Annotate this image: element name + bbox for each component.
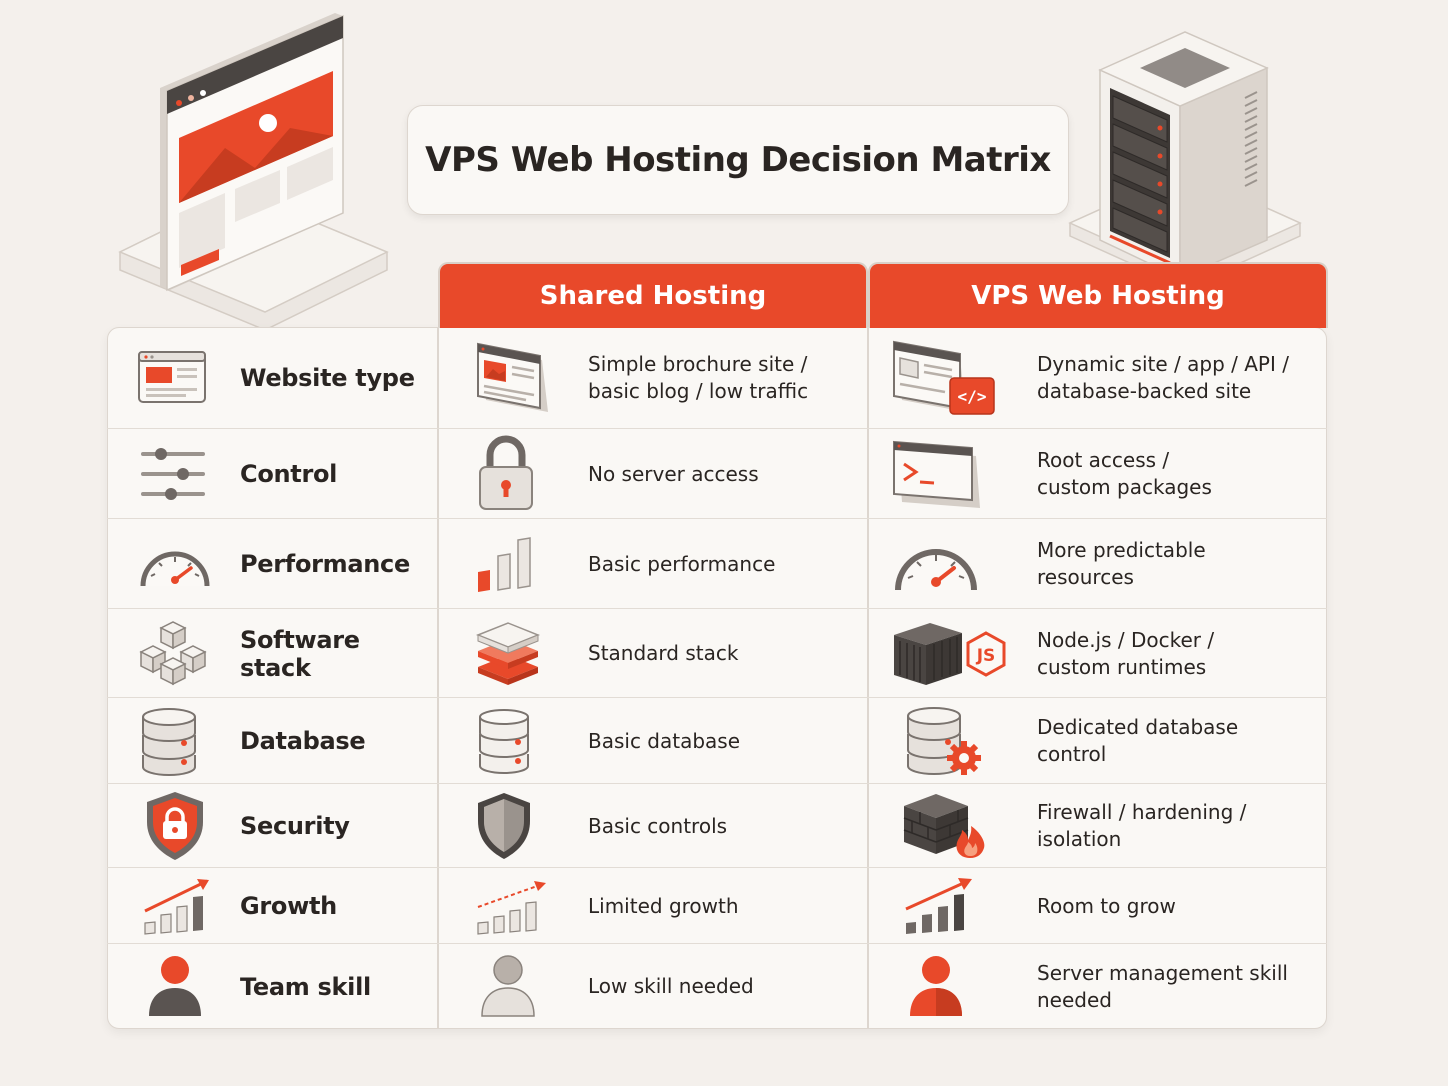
shared-description: No server access [588, 461, 759, 486]
terminal-icon [893, 440, 980, 508]
row-label: Database [240, 727, 366, 755]
row-label-cell: Database [107, 698, 438, 784]
shared-description: Basic database [588, 728, 741, 753]
vps-cell: JS Node.js / Docker / custom runtimes [868, 609, 1327, 698]
bar-chart-icon [478, 537, 531, 592]
firewall-icon [903, 794, 985, 858]
shared-description: Low skill needed [588, 974, 754, 998]
column-divider [437, 327, 439, 1029]
database-icon [479, 709, 529, 774]
sliders-icon [141, 448, 205, 500]
padlock-icon [479, 435, 533, 510]
row-divider [107, 782, 1327, 784]
database-icon [142, 708, 196, 776]
vps-cell: Room to grow [868, 868, 1327, 944]
growth-chart-icon [905, 878, 972, 934]
row-divider [107, 866, 1327, 868]
page-title: VPS Web Hosting Decision Matrix [425, 140, 1051, 180]
browser-icon [138, 351, 206, 403]
row-label: Software stack [240, 625, 360, 682]
shared-cell: Limited growth [438, 868, 868, 944]
vps-cell: Root access / custom packages [868, 429, 1327, 519]
shared-description: Standard stack [588, 641, 739, 665]
shared-description: Basic controls [588, 813, 728, 838]
row-label: Control [240, 460, 338, 488]
user-gray-icon [481, 954, 535, 1017]
browser-image-icon [477, 342, 548, 412]
vps-description: Room to grow [1037, 893, 1176, 918]
vps-description: Firewall / hardening / isolation [1037, 800, 1247, 851]
column-header-vps: VPS Web Hosting [868, 262, 1328, 328]
cubes-icon [139, 620, 207, 685]
row-divider [107, 427, 1327, 429]
vps-cell: </> Dynamic site / app / API / database-… [868, 327, 1327, 429]
row-divider [107, 517, 1327, 519]
growth-chart-icon [144, 879, 209, 935]
row-label-cell: Growth [107, 868, 438, 944]
vps-cell: Firewall / hardening / isolation [868, 784, 1327, 868]
title-card: VPS Web Hosting Decision Matrix [407, 105, 1069, 215]
row-label: Website type [240, 364, 415, 392]
website-illustration-icon [118, 13, 389, 331]
matrix-row-software-stack: Software stack Standard stack JS [107, 609, 1327, 698]
vps-description: More predictable resources [1037, 538, 1206, 589]
row-label-cell: Software stack [107, 609, 438, 698]
vps-description: Server management skill needed [1037, 960, 1288, 1012]
column-header-shared: Shared Hosting [438, 262, 868, 328]
matrix-row-security: Security Basic controls Firewall / harde… [107, 784, 1327, 868]
row-label-cell: Control [107, 429, 438, 519]
matrix-row-growth: Growth Limited growth Room to gr [107, 868, 1327, 944]
user-orange-icon [910, 955, 962, 1016]
container-nodejs-icon: JS [894, 622, 1006, 685]
shared-cell: Basic performance [438, 519, 868, 609]
vps-description: Node.js / Docker / custom runtimes [1037, 627, 1215, 679]
vps-cell: Dedicated database control [868, 698, 1327, 784]
shared-cell: Basic database [438, 698, 868, 784]
vps-description: Dedicated database control [1037, 715, 1239, 766]
shared-cell: Simple brochure site / basic blog / low … [438, 327, 868, 429]
shared-cell: No server access [438, 429, 868, 519]
gauge-icon [895, 549, 977, 591]
row-label: Team skill [240, 972, 371, 1001]
matrix-background [107, 327, 1327, 1029]
shared-description: Simple brochure site / basic blog / low … [588, 352, 809, 403]
shared-cell: Low skill needed [438, 944, 868, 1029]
decision-matrix: Shared Hosting VPS Web Hosting Website t… [107, 262, 1328, 1029]
row-label-cell: Performance [107, 519, 438, 609]
row-label-cell: Website type [107, 327, 438, 429]
database-gear-icon [907, 707, 981, 775]
vps-cell: Server management skill needed [868, 944, 1327, 1029]
svg-text:JS: JS [976, 646, 996, 666]
vps-cell: More predictable resources [868, 519, 1327, 609]
row-label-cell: Team skill [107, 944, 438, 1029]
matrix-row-team-skill: Team skill Low skill needed Server manag… [107, 944, 1327, 1029]
row-label: Performance [240, 550, 410, 578]
column-divider [867, 327, 869, 1029]
row-label: Growth [240, 892, 337, 920]
vps-description: Root access / custom packages [1037, 448, 1212, 499]
matrix-row-control: Control No server access Root access / c… [107, 429, 1327, 519]
row-divider [107, 607, 1327, 609]
layers-icon [475, 621, 541, 685]
shared-description: Basic performance [588, 551, 776, 576]
shared-cell: Standard stack [438, 609, 868, 698]
row-divider [107, 942, 1327, 944]
row-label-cell: Security [107, 784, 438, 868]
shield-lock-icon [147, 792, 203, 860]
server-illustration-icon [1068, 31, 1302, 289]
matrix-row-performance: Performance Basic performance More predi… [107, 519, 1327, 609]
shared-description: Limited growth [588, 893, 739, 918]
matrix-row-database: Database Basic database [107, 698, 1327, 784]
vps-description: Dynamic site / app / API / database-back… [1037, 352, 1289, 403]
row-label: Security [240, 812, 350, 840]
shield-icon [478, 793, 530, 859]
user-icon [149, 955, 201, 1016]
limited-growth-icon [477, 881, 546, 935]
svg-text:</>: </> [958, 387, 987, 406]
matrix-row-website-type: Website type Simple brochure site / basi… [107, 327, 1327, 429]
gauge-icon [140, 551, 210, 587]
code-window-icon: </> [893, 340, 995, 415]
row-divider [107, 696, 1327, 698]
shared-cell: Basic controls [438, 784, 868, 868]
